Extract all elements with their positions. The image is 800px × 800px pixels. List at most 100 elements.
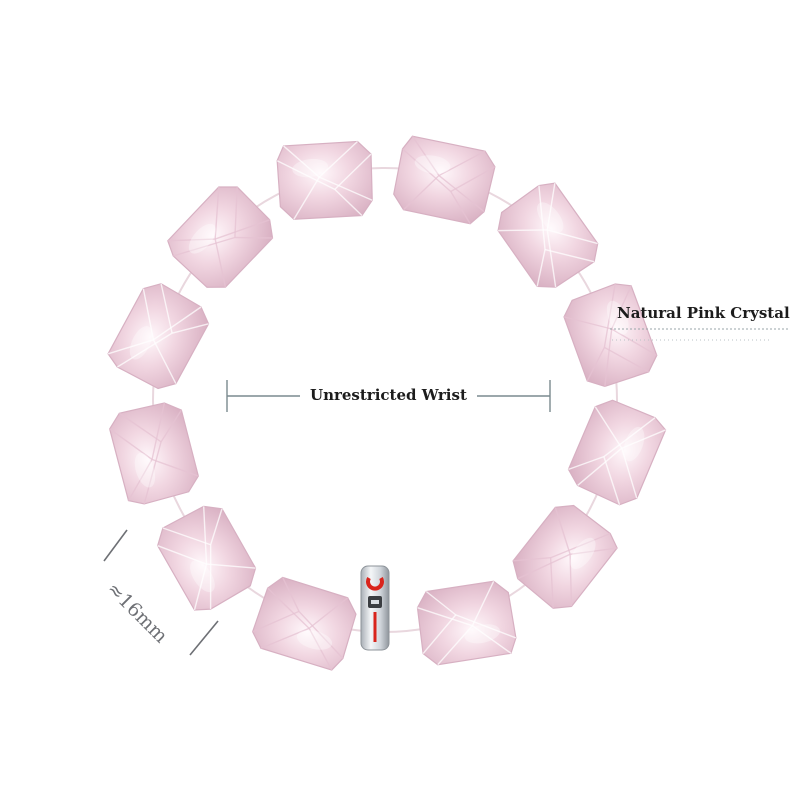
- bead-highlight: [536, 202, 564, 233]
- crystal-bead: [109, 402, 199, 505]
- bead-facet: [162, 527, 211, 546]
- material-label: Natural Pink Crystal: [617, 304, 790, 322]
- crystal-bead: [157, 505, 257, 611]
- bead-facet: [193, 563, 208, 611]
- bead-facet: [153, 306, 202, 341]
- bead-facet: [267, 587, 310, 629]
- bead-facet: [127, 459, 153, 501]
- bead-facet: [550, 532, 611, 559]
- bead-facet: [438, 175, 485, 213]
- bead-facet: [214, 238, 227, 288]
- crystal-bead: [497, 182, 599, 288]
- bead-facet: [202, 506, 208, 565]
- bead-highlight: [464, 624, 501, 644]
- bead-facet: [538, 185, 546, 250]
- bead-highlight: [129, 326, 153, 360]
- bead-facet: [621, 429, 666, 449]
- bead-facet: [293, 176, 320, 220]
- bead-facet: [160, 409, 182, 443]
- bead-highlight: [623, 426, 645, 462]
- bead-facet: [143, 441, 162, 505]
- bead-facet: [570, 547, 618, 555]
- bead-facet: [214, 219, 270, 240]
- bead-facet: [334, 153, 372, 190]
- bead-facet: [594, 406, 623, 449]
- bead-highlight: [606, 300, 629, 335]
- bead-facet: [109, 428, 153, 461]
- bead-facet: [171, 323, 209, 334]
- bead-facet: [425, 590, 457, 616]
- bead-facet: [554, 507, 571, 555]
- bead-facet: [604, 346, 650, 373]
- bead-facet: [517, 553, 571, 580]
- bead-facet: [455, 614, 517, 639]
- crystal-bead: [512, 504, 618, 609]
- bead-facet: [160, 283, 173, 334]
- bead-facet: [604, 328, 613, 387]
- bead-facet: [611, 285, 632, 330]
- bead-facet: [319, 176, 373, 201]
- bead-facet: [260, 627, 310, 649]
- silver-charm: [360, 565, 390, 651]
- crystal-bead: [251, 576, 357, 671]
- bead-facet: [157, 545, 207, 565]
- bead-facet: [498, 229, 548, 232]
- wrist-label: Unrestricted Wrist: [300, 386, 477, 404]
- bead-facet: [107, 339, 154, 355]
- crystal-bead: [393, 135, 496, 225]
- bead-facet: [577, 447, 623, 486]
- bead-size-line: [103, 529, 219, 656]
- crystal-bead: [167, 186, 274, 288]
- bead-facet: [308, 597, 349, 629]
- bead-facet: [536, 249, 546, 287]
- bead-facet: [568, 455, 605, 471]
- bead-facet: [308, 627, 333, 671]
- bead-facet: [450, 166, 496, 193]
- bead-facet: [403, 175, 440, 211]
- bead-facet: [151, 458, 199, 477]
- bead-facet: [151, 402, 166, 460]
- bead-facet: [471, 580, 495, 626]
- crystal-bead: [567, 399, 667, 506]
- material-pointer-line: [610, 328, 790, 341]
- bead-highlight: [414, 155, 451, 174]
- bead-highlight: [296, 630, 333, 650]
- crystal-bead: [107, 283, 210, 390]
- bead-facet: [116, 332, 173, 368]
- bead-facet: [437, 625, 473, 666]
- bead-facet: [252, 610, 300, 633]
- bead-facet: [603, 283, 616, 348]
- crystal-bead: [563, 283, 658, 388]
- bead-facet: [471, 625, 512, 654]
- bead-facet: [318, 141, 358, 178]
- bead-facet: [282, 577, 300, 612]
- bead-highlight: [188, 223, 216, 254]
- bead-highlight: [190, 560, 215, 593]
- bead-facet: [586, 347, 606, 382]
- bead-facet: [411, 135, 440, 176]
- bead-facet: [276, 160, 336, 191]
- bead-facet: [513, 557, 551, 562]
- bead-facet: [438, 150, 486, 177]
- bead-facet: [547, 229, 598, 245]
- bead-facet: [603, 456, 621, 505]
- bead-facet: [152, 339, 177, 384]
- bead-facet: [214, 186, 220, 240]
- bead-facet: [563, 316, 612, 330]
- bead-facet: [209, 544, 212, 610]
- bead-facet: [544, 248, 595, 263]
- bead-ring: [107, 135, 667, 671]
- bead-facet: [173, 236, 236, 257]
- bead-facet: [603, 417, 656, 458]
- bead-highlight: [570, 537, 596, 570]
- bead-facet: [334, 188, 363, 217]
- bead-facet: [402, 148, 452, 192]
- bead-facet: [546, 182, 556, 231]
- bead-facet: [569, 554, 573, 607]
- crystal-bead: [416, 580, 517, 666]
- bead-facet: [450, 191, 471, 225]
- bead-facet: [298, 610, 344, 659]
- crystal-bead: [276, 140, 373, 220]
